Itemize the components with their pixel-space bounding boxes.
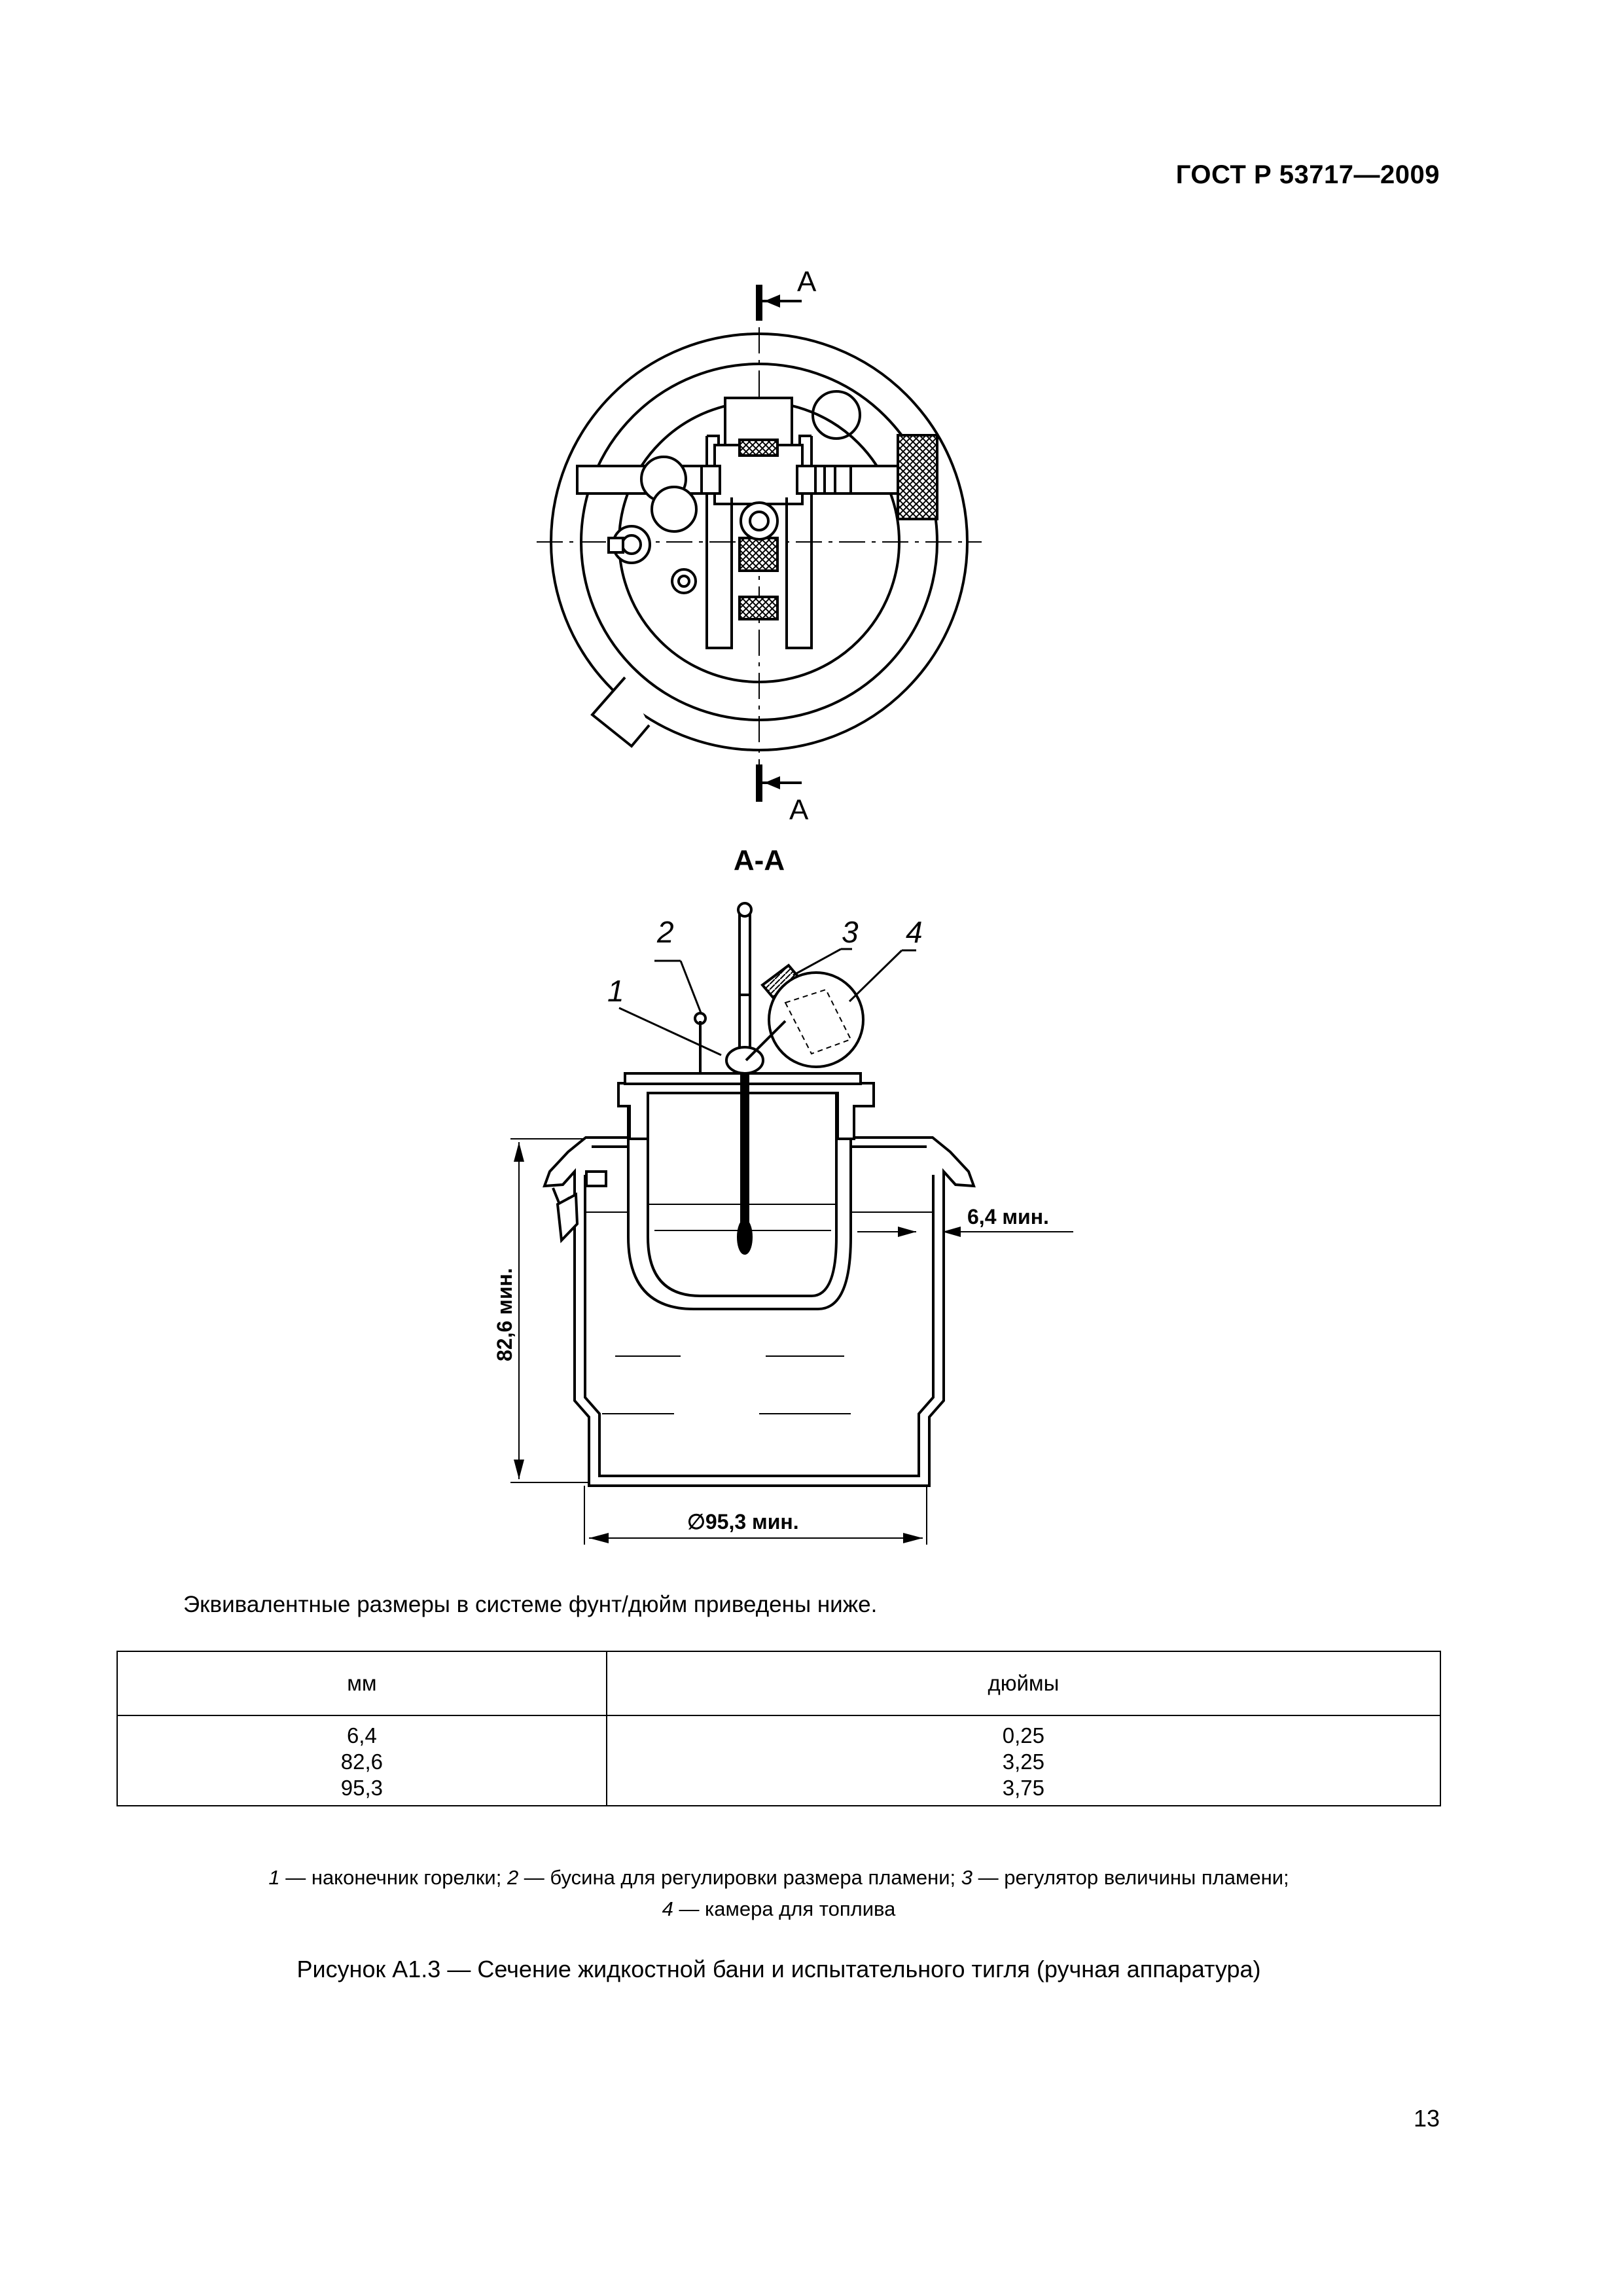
mm-value: 95,3 [340,1776,383,1800]
equivalents-table: мм дюймы 6,4 82,6 95,3 0,25 3,25 3,75 [116,1651,1442,1806]
table-row: 6,4 82,6 95,3 0,25 3,25 3,75 [116,1715,1442,1806]
figure-legend: 1 — наконечник горелки; 2 — бусина для р… [116,1862,1441,1925]
intro-text: Эквивалентные размеры в системе фунт/дюй… [183,1592,878,1617]
standard-number: ГОСТ Р 53717—2009 [1175,160,1440,189]
legend-text: — камера для топлива [673,1897,896,1920]
legend-text: — бусина для регулировки размера пламени… [518,1866,961,1889]
legend-line-1: 1 — наконечник горелки; 2 — бусина для р… [116,1862,1441,1893]
inches-cell: 0,25 3,25 3,75 [605,1715,1442,1806]
inch-value: 3,75 [1002,1776,1045,1800]
inch-value: 0,25 [1002,1723,1045,1748]
cut-label-bottom: А [789,794,809,825]
legend-number: 3 [961,1866,973,1889]
mm-value: 6,4 [346,1723,377,1748]
cut-label-top: А [797,266,817,298]
legend-number: 2 [507,1866,519,1889]
section-title: А-А [733,844,785,876]
section-view-drawing: 1 2 3 4 82,6 мин. 6,4 мин. ∅95,3 мин. [493,902,1073,1545]
table-header-row: мм дюймы [116,1651,1442,1716]
legend-number: 1 [268,1866,280,1889]
header-inches: дюймы [605,1651,1442,1716]
callout-4: 4 [906,915,923,949]
top-view-drawing: А А [537,266,982,825]
legend-text: — наконечник горелки; [279,1866,507,1889]
dim-diameter-label: ∅95,3 мин. [687,1510,799,1534]
legend-line-2: 4 — камера для топлива [116,1893,1441,1925]
callout-2: 2 [656,915,674,949]
page-number: 13 [1413,2105,1440,2132]
callout-1: 1 [607,974,624,1008]
header-mm: мм [116,1651,607,1716]
callout-3: 3 [842,915,859,949]
inch-value: 3,25 [1002,1749,1045,1774]
mm-value: 82,6 [340,1749,383,1774]
dim-depth-label: 82,6 мин. [493,1268,516,1361]
legend-number: 4 [662,1897,673,1920]
figure-caption: Рисунок А1.3 — Сечение жидкостной бани и… [296,1956,1261,1982]
legend-text: — регулятор величины пламени; [972,1866,1289,1889]
mm-cell: 6,4 82,6 95,3 [116,1715,607,1806]
dim-gap-label: 6,4 мин. [967,1205,1049,1229]
